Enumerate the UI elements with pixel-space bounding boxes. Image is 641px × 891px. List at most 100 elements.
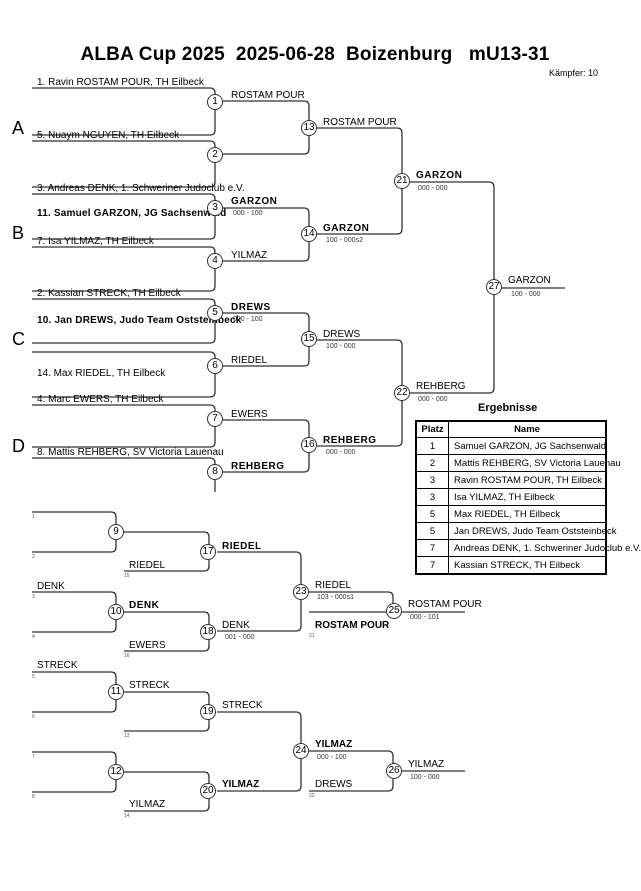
entrant: 7. Isa YILMAZ, TH Eilbeck [37,236,154,247]
fight-number[interactable]: 7 [207,411,223,427]
fight-number[interactable]: 5 [207,305,223,321]
fight-number[interactable]: 15 [301,331,317,347]
entrant: 1. Ravin ROSTAM POUR, TH Eilbeck [37,77,204,88]
repechage-name: ROSTAM POUR [408,599,482,610]
fight-score: 100 - 000 [511,291,541,298]
results-title: Ergebnisse [478,402,538,414]
platz-cell: 7 [415,539,449,557]
fight-score: 000 - 100 [233,210,263,217]
winner-name: REHBERG [323,435,377,446]
column-header-name: Name [448,420,607,438]
repechage-name: DENK [222,620,250,631]
fight-score: 000 - 101 [410,614,440,621]
fight-number[interactable]: 21 [394,173,410,189]
fight-number[interactable]: 16 [301,437,317,453]
bracket-line [317,339,403,447]
fight-number[interactable]: 18 [200,624,216,640]
bracket-line [32,671,117,713]
repechage-name: STRECK [129,680,170,691]
bracket-line [32,457,216,492]
bracket-line [32,193,216,240]
platz-cell: 5 [415,505,449,523]
slot-label: 1 [32,514,35,520]
fight-score: 103 - 000s1 [317,594,354,601]
name-cell: Kassian STRECK, TH Eilbeck [448,556,607,575]
slot-label: 22 [309,793,315,799]
repechage-name: STRECK [37,660,78,671]
bracket-line [32,87,216,136]
bracket-line [32,351,216,398]
winner-name: EWERS [231,409,268,420]
fight-number[interactable]: 14 [301,226,317,242]
fight-number[interactable]: 22 [394,385,410,401]
winner-name: DREWS [323,329,361,340]
fight-score: 000 - 000 [326,449,356,456]
name-cell: Ravin ROSTAM POUR, TH Eilbeck [448,471,607,489]
bracket-line [32,404,216,448]
fight-number[interactable]: 2 [207,147,223,163]
fight-number[interactable]: 1 [207,94,223,110]
entrant: 2. Kassian STRECK, TH Eilbeck [37,288,181,299]
fight-number[interactable]: 23 [293,584,309,600]
fight-number[interactable]: 6 [207,358,223,374]
fight-number[interactable]: 26 [386,763,402,779]
winner-name: REHBERG [416,381,466,392]
repechage-name: YILMAZ [129,799,166,810]
entrant: 3. Andreas DENK, 1. Schweriner Judoclub … [37,183,245,194]
pool-label-c: C [12,329,25,349]
column-header-platz: Platz [415,420,449,438]
pool-label-d: D [12,436,25,456]
entrant: 14. Max RIEDEL, TH Eilbeck [37,368,166,379]
fight-number[interactable]: 11 [108,684,124,700]
fight-number[interactable]: 13 [301,120,317,136]
winner-name: RIEDEL [231,355,268,366]
fight-number[interactable]: 9 [108,524,124,540]
fight-score: 000 - 000 [418,396,448,403]
fight-number[interactable]: 3 [207,200,223,216]
fight-number[interactable]: 24 [293,743,309,759]
slot-label: 13 [124,733,130,739]
slot-label: 2 [32,554,35,560]
entrant: 11. Samuel GARZON, JG Sachsenwald [37,208,227,219]
fight-number[interactable]: 25 [386,603,402,619]
bracket-line [32,246,216,292]
fight-number[interactable]: 12 [108,764,124,780]
platz-cell: 1 [415,437,449,455]
slot-label: 14 [124,813,130,819]
fight-number[interactable]: 8 [207,464,223,480]
name-cell: Isa YILMAZ, TH Eilbeck [448,488,607,506]
fight-score: 000 - 100 [233,316,263,323]
bracket-line [410,181,495,394]
fight-number[interactable]: 20 [200,783,216,799]
fight-number[interactable]: 19 [200,704,216,720]
platz-cell: 2 [415,454,449,472]
pool-label-a: A [12,118,25,138]
bracket-line [32,511,117,553]
repechage-name: STRECK [222,700,263,711]
entrant: 5. Nuaym NGUYEN, TH Eilbeck [37,130,180,141]
slot-label: 3 [32,594,35,600]
slot-label: 6 [32,714,35,720]
name-cell: Max RIEDEL, TH Eilbeck [448,505,607,523]
fight-number[interactable]: 27 [486,279,502,295]
fighter-count: Kämpfer: 10 [548,68,598,78]
fight-number[interactable]: 4 [207,253,223,269]
bracket-line [32,140,216,188]
bracket-line [317,127,403,235]
fight-number[interactable]: 10 [108,604,124,620]
winner-name: YILMAZ [231,250,268,261]
entrant: 8. Mattis REHBERG, SV Victoria Lauenau [37,447,224,458]
repechage-name: YILMAZ [408,759,445,770]
platz-cell: 5 [415,522,449,540]
repechage-name: YILMAZ [315,739,353,750]
fight-score: 100 - 000s2 [326,237,363,244]
repechage-name: DENK [37,581,65,592]
repechage-name: YILMAZ [222,779,260,790]
fight-number[interactable]: 17 [200,544,216,560]
winner-name: GARZON [231,196,278,207]
